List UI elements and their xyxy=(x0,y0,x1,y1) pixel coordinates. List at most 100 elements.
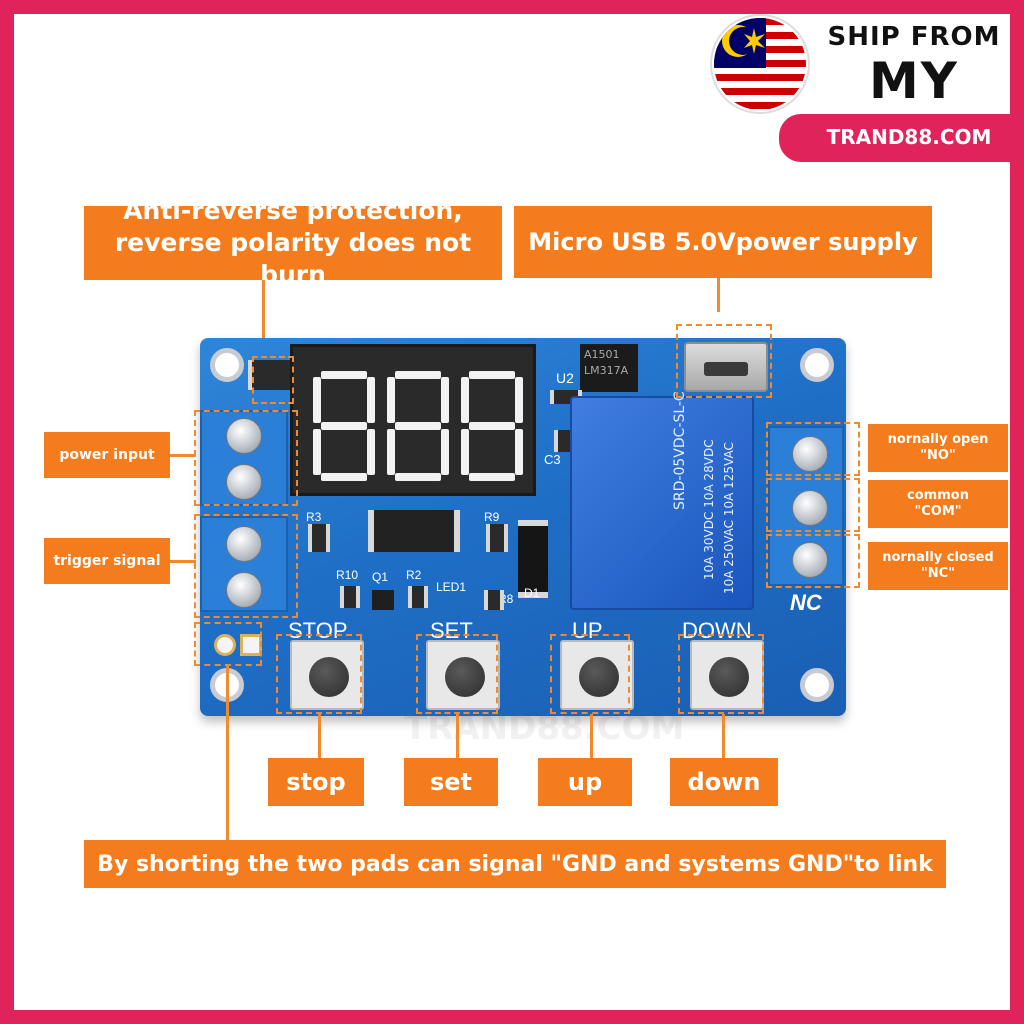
trigger-screw-2[interactable] xyxy=(226,572,262,608)
no-screw[interactable] xyxy=(792,436,828,472)
seven-segment-display xyxy=(290,344,536,496)
nc-callout: nornally closed "NC" xyxy=(868,542,1008,590)
micro-usb-label: Micro USB 5.0Vpower supply xyxy=(528,228,918,256)
silk-r10: R10 xyxy=(336,568,359,582)
gnd-link-callout: By shorting the two pads can signal "GND… xyxy=(84,840,946,888)
silk-set: SET xyxy=(430,618,473,643)
digit-1 xyxy=(313,371,375,481)
set-leader xyxy=(456,714,459,758)
trigger-screw-1[interactable] xyxy=(226,526,262,562)
trigger-signal-callout: trigger signal xyxy=(44,538,170,584)
no-callout: nornally open "NO" xyxy=(868,424,1008,472)
mount-hole-tr xyxy=(800,348,834,382)
set-label: set xyxy=(429,768,473,796)
smd-r3 xyxy=(308,524,330,552)
stop-button[interactable] xyxy=(290,640,364,710)
relay-timer-board: A1501 LM317A U2 C3 SRD-05VDC-SL-C 10A 30… xyxy=(200,338,846,716)
mount-hole-tl xyxy=(210,348,244,382)
trigger-signal-terminal[interactable] xyxy=(200,516,288,612)
stop-button-cap[interactable] xyxy=(309,657,349,697)
trigger-signal-leader xyxy=(170,560,196,563)
diode-d1 xyxy=(518,520,548,598)
anti-reverse-callout: Anti-reverse protection, reverse polarit… xyxy=(84,196,502,289)
up-callout: up xyxy=(538,758,632,806)
com-label-2: "COM" xyxy=(914,504,962,519)
set-button[interactable] xyxy=(426,640,500,710)
power-screw-2[interactable] xyxy=(226,464,262,500)
power-input-callout: power input xyxy=(44,432,170,478)
ship-badge-top xyxy=(774,18,1010,116)
com-highlight xyxy=(766,478,860,532)
usb-slot xyxy=(704,362,748,376)
down-button-cap[interactable] xyxy=(709,657,749,697)
digit-3 xyxy=(461,371,523,481)
silk-c3: C3 xyxy=(544,452,561,467)
up-button[interactable] xyxy=(560,640,634,710)
silk-nc: NC xyxy=(790,590,822,615)
silk-u2: U2 xyxy=(556,370,574,386)
silk-down: DOWN xyxy=(682,618,752,643)
ship-badge-site-bar xyxy=(779,114,1010,162)
nc-highlight xyxy=(766,534,860,588)
regulator-label: A1501 xyxy=(584,348,620,361)
digit-2 xyxy=(387,371,449,481)
relay-output-terminal[interactable] xyxy=(768,426,844,586)
down-leader xyxy=(722,714,725,758)
down-button[interactable] xyxy=(690,640,764,710)
silk-up: UP xyxy=(572,618,603,643)
gnd-pads-leader xyxy=(226,666,229,842)
micro-usb-port[interactable] xyxy=(684,342,768,392)
trigger-signal-highlight xyxy=(194,514,298,618)
up-leader xyxy=(590,714,593,758)
com-screw[interactable] xyxy=(792,490,828,526)
no-highlight xyxy=(766,422,860,476)
anti-reverse-line2: reverse polarity does not burn xyxy=(114,228,472,289)
up-label: up xyxy=(567,768,603,796)
com-callout: common "COM" xyxy=(868,480,1008,528)
stop-label: stop xyxy=(286,768,346,796)
set-button-cap[interactable] xyxy=(445,657,485,697)
micro-usb-callout: Micro USB 5.0Vpower supply xyxy=(514,206,932,278)
down-callout: down xyxy=(670,758,778,806)
anti-reverse-highlight xyxy=(252,356,294,404)
stop-callout: stop xyxy=(268,758,364,806)
power-input-highlight xyxy=(194,410,298,506)
silk-led1: LED1 xyxy=(436,580,467,594)
smd-led1 xyxy=(484,590,504,610)
mount-hole-br xyxy=(800,668,834,702)
gnd-link-label: By shorting the two pads can signal "GND… xyxy=(97,851,933,877)
silk-r2: R2 xyxy=(406,568,422,582)
relay-rating-2: 10A 250VAC 10A 125VAC xyxy=(722,442,736,594)
transistor-q1 xyxy=(372,590,394,610)
relay-rating-1: 10A 30VDC 10A 28VDC xyxy=(702,439,716,580)
silk-r9: R9 xyxy=(484,510,500,524)
silk-q1: Q1 xyxy=(372,570,389,584)
silk-d1: D1 xyxy=(524,586,540,600)
gnd-pads-highlight xyxy=(194,622,262,666)
optocoupler xyxy=(368,510,460,552)
relay: SRD-05VDC-SL-C 10A 30VDC 10A 28VDC 10A 2… xyxy=(570,391,754,610)
power-screw-1[interactable] xyxy=(226,418,262,454)
smd-r10 xyxy=(340,586,360,608)
anti-reverse-line1: Anti-reverse protection, xyxy=(123,196,463,225)
silk-stop: STOP xyxy=(288,618,348,643)
no-label-1: nornally open xyxy=(887,432,989,447)
smd-r2 xyxy=(408,586,428,608)
stop-leader xyxy=(318,714,321,758)
regulator-label-2: LM317A xyxy=(584,364,629,377)
ship-badge-line1: SHIP FROM xyxy=(827,22,1001,52)
anti-reverse-leader xyxy=(262,280,265,356)
micro-usb-leader xyxy=(717,278,720,312)
gnd-pad-1 xyxy=(214,634,236,656)
nc-label-2: "NC" xyxy=(921,566,955,581)
power-input-terminal[interactable] xyxy=(200,410,288,506)
down-label: down xyxy=(687,768,761,796)
stop-highlight xyxy=(276,634,362,714)
trigger-signal-label: trigger signal xyxy=(53,553,161,569)
nc-screw[interactable] xyxy=(792,542,828,578)
power-input-label: power input xyxy=(59,447,155,463)
up-button-cap[interactable] xyxy=(579,657,619,697)
smd-r9 xyxy=(486,524,508,552)
silk-r3: R3 xyxy=(306,510,322,524)
